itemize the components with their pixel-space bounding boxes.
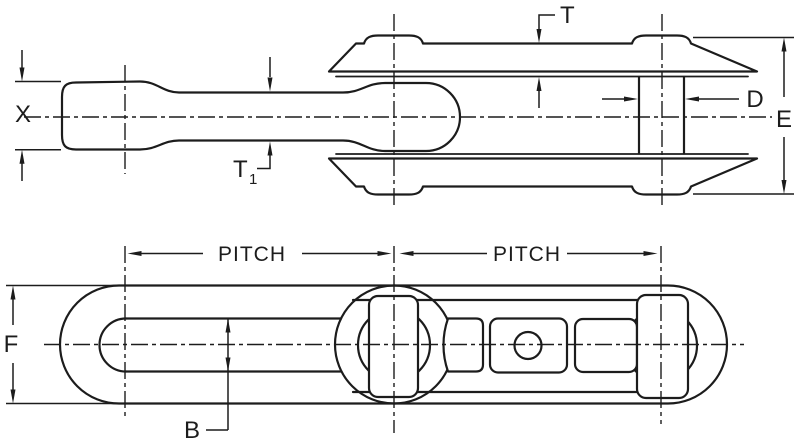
plan-view-dimensions: PITCH PITCH F B — [4, 243, 658, 444]
side-view-dimensions: X T T 1 D E — [15, 2, 794, 195]
dim-label-pitch-right: PITCH — [493, 243, 561, 266]
dim-label-d: D — [746, 86, 763, 113]
top-sidebar-outline — [327, 34, 759, 73]
t1-arrow-up — [267, 141, 273, 156]
side-view — [24, 14, 772, 206]
bottom-sidebar-outline — [327, 157, 759, 196]
f-arrow-up — [10, 285, 16, 300]
dim-label-t1-subscript: 1 — [249, 171, 257, 188]
dim-label-f: F — [4, 331, 19, 358]
f-arrow-down — [10, 389, 16, 404]
dim-label-pitch-left: PITCH — [218, 243, 286, 266]
right-pin-t-head — [635, 293, 690, 400]
t1-leader — [257, 154, 271, 170]
pitch-right-arrow-right — [643, 251, 658, 256]
pitch-left-arrow-left — [127, 251, 142, 256]
pitch-right-arrow-left — [399, 251, 414, 256]
d-arrow-left — [685, 96, 699, 102]
t-leader — [538, 14, 555, 29]
t1-arrow-down — [267, 77, 273, 92]
dim-label-t: T — [560, 2, 575, 29]
dim-label-b: B — [184, 417, 200, 444]
e-arrow-up — [781, 37, 787, 52]
t-arrow-down — [536, 29, 542, 43]
pitch-left-arrow-right — [377, 251, 392, 256]
b-arrow-down — [225, 357, 231, 372]
slot-left-cap-arc — [98, 317, 128, 373]
x-arrow-down — [19, 67, 25, 82]
dim-label-x: X — [15, 101, 31, 128]
e-arrow-down — [781, 180, 787, 194]
center-link-side-outline — [60, 80, 462, 153]
t-arrow-up — [536, 77, 542, 91]
d-arrow-right — [624, 96, 638, 102]
plan-view — [44, 246, 744, 433]
web-center-hole — [513, 330, 543, 361]
dim-label-t1: T — [233, 156, 248, 183]
web-segment-right — [573, 317, 639, 374]
b-arrow-up — [225, 318, 231, 333]
x-arrow-up — [19, 149, 25, 164]
web-segment-center — [488, 317, 569, 374]
dim-label-e: E — [776, 106, 792, 133]
